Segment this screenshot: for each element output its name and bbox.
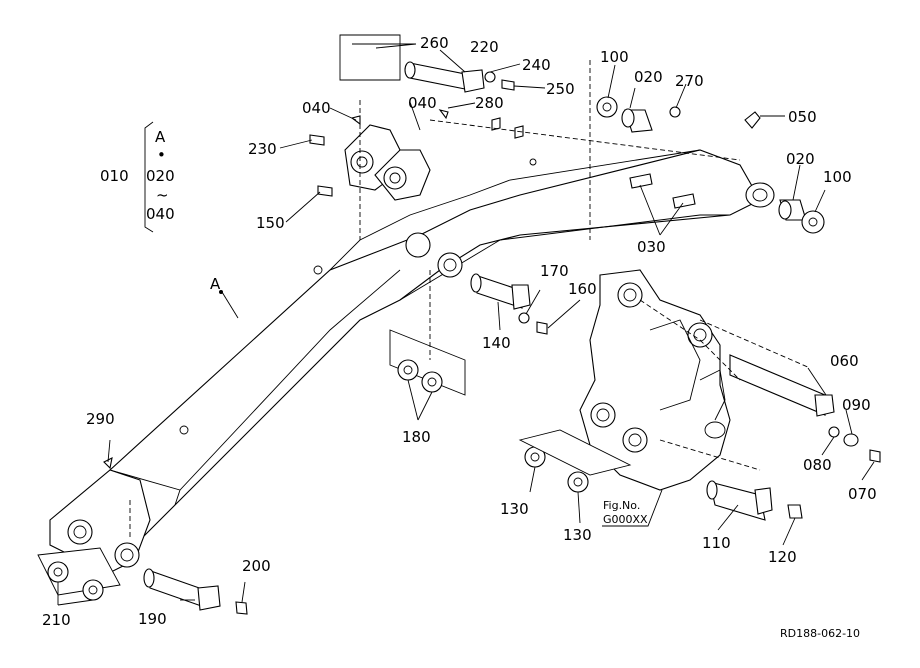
label-140: 140 [482, 334, 511, 352]
label-010: 010 [100, 167, 129, 185]
label-120: 120 [768, 548, 797, 566]
label-assy-a: A [210, 275, 221, 293]
label-020-a: 020 [634, 68, 663, 86]
label-230: 230 [248, 140, 277, 158]
label-280: 280 [475, 94, 504, 112]
label-250: 250 [546, 80, 575, 98]
assy-a-marker [219, 290, 223, 294]
boom-body [49, 124, 775, 576]
label-030: 030 [637, 238, 666, 256]
label-050: 050 [788, 108, 817, 126]
label-020-b: 020 [786, 150, 815, 168]
drawing-id: RD188-062-10 [780, 627, 860, 640]
fig-ref-label: G000XX [603, 513, 648, 526]
label-240: 240 [522, 56, 551, 74]
label-010-bullet: • [157, 146, 166, 164]
label-010-a: A [155, 128, 166, 146]
label-200: 200 [242, 557, 271, 575]
label-090: 090 [842, 396, 871, 414]
label-210: 210 [42, 611, 71, 629]
label-070: 070 [848, 485, 877, 503]
label-190: 190 [138, 610, 167, 628]
label-010-040: 040 [146, 205, 175, 223]
label-150: 150 [256, 214, 285, 232]
leader-lines [57, 43, 875, 606]
label-100-a: 100 [600, 48, 629, 66]
label-170: 170 [540, 262, 569, 280]
label-290: 290 [86, 410, 115, 428]
label-010-tilde: ~ [156, 186, 169, 204]
fig-no-label: Fig.No. [603, 499, 640, 512]
label-130-a: 130 [500, 500, 529, 518]
label-160: 160 [568, 280, 597, 298]
label-130-b: 130 [563, 526, 592, 544]
label-080: 080 [803, 456, 832, 474]
label-010-020: 020 [146, 167, 175, 185]
label-110: 110 [702, 534, 731, 552]
label-040-b: 040 [408, 94, 437, 112]
label-040-a: 040 [302, 99, 331, 117]
label-100-b: 100 [823, 168, 852, 186]
callout-labels: 260 220 240 250 280 040 040 230 150 100 … [42, 34, 877, 640]
label-180: 180 [402, 428, 431, 446]
label-220: 220 [470, 38, 499, 56]
hardware [37, 34, 881, 615]
label-270: 270 [675, 72, 704, 90]
label-260: 260 [420, 34, 449, 52]
swing-bracket [579, 269, 731, 491]
label-060: 060 [830, 352, 859, 370]
